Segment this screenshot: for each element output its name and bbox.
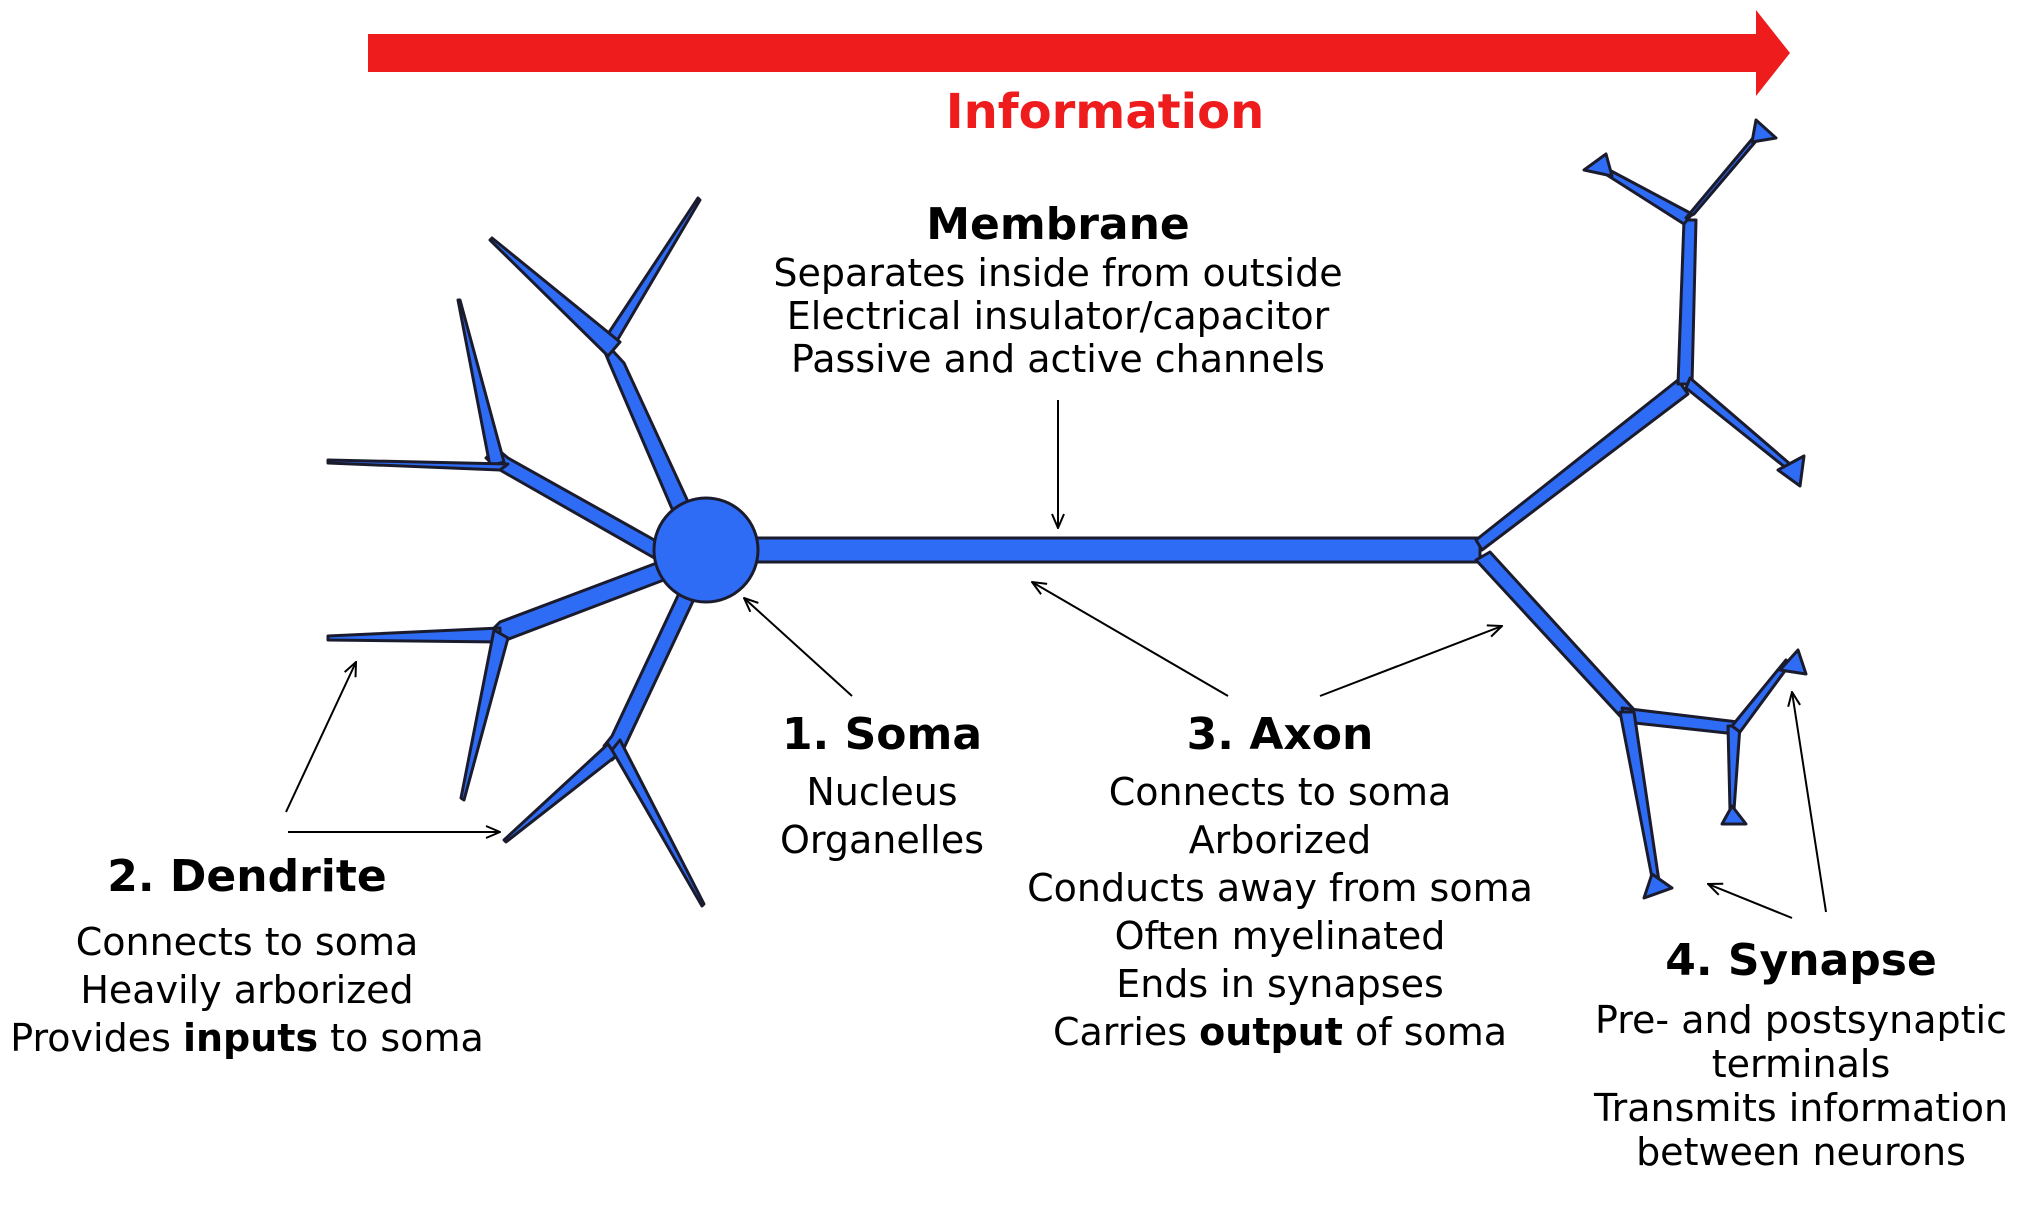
dendrite-line-text: to soma [318,1016,484,1060]
soma-line: Nucleus [806,770,958,814]
axon [738,130,1792,890]
axon-title: 3. Axon [1186,709,1374,760]
axon-upper-trunk [1676,218,1698,386]
axon-upper-branch [1474,378,1690,552]
synaptic-terminals [1582,118,1808,900]
synapse-line: between neurons [1636,1130,1966,1174]
axon-pointer-arrow-right [1319,626,1502,697]
dendrite-lower-twig-right [610,738,706,908]
axon-lower-horizontal [1620,706,1740,736]
axon-lower-stub [1726,724,1742,812]
synaptic-terminal [1720,804,1748,826]
soma-label: 1. Soma Nucleus Organelles [742,708,1022,864]
membrane-line: Passive and active channels [791,337,1325,381]
axon-line: Often myelinated [1114,914,1446,958]
dendrite-pointer-arrow-up [285,662,356,813]
membrane-line: Separates inside from outside [773,251,1343,295]
axon-line-text: of soma [1342,1010,1508,1054]
synapse-pointer-arrow-left [1708,884,1793,919]
axon-line: Ends in synapses [1116,962,1444,1006]
dendrites [326,196,710,908]
axon-upper-top-twig [1684,130,1764,220]
dendrite-mid-upper-twig-up [456,298,506,468]
pointer-arrows [285,400,1827,919]
synapse-line: Pre- and postsynaptic [1595,998,2007,1042]
axon-line: Conducts away from soma [1027,866,1533,910]
synapse-line: terminals [1711,1042,1891,1086]
neuron [326,118,1808,908]
soma-body [652,496,760,604]
information-arrow [368,10,1790,96]
axon-output-emphasis: output [1199,1010,1343,1054]
soma-pointer-arrow [744,598,853,697]
axon-upper-right-twig [1684,376,1792,470]
axon-shaft [738,536,1482,564]
synapse-label: 4. Synapse Pre- and postsynaptic termina… [1566,934,2036,1174]
dendrite-mid-upper-twig-left [326,458,510,472]
axon-line: Connects to soma [1108,770,1452,814]
dendrite-line: Provides inputs to soma [0,1014,494,1062]
synaptic-terminal [1778,648,1808,676]
synapse-pointer-arrow-up [1792,692,1827,913]
information-label: Information [945,84,1265,140]
dendrite-mid-lower-twig-down [459,628,510,802]
dendrite-lower-twig-left [502,742,618,844]
dendrite-line-text: Provides [10,1016,183,1060]
axon-line-text: Carries [1052,1010,1200,1054]
membrane-title: Membrane [926,199,1190,250]
soma-title: 1. Soma [781,709,983,760]
dendrite-upper-twig-left [488,236,622,358]
dendrite-title: 2. Dendrite [107,851,387,902]
dendrite-mid-lower-twig-left [326,626,502,644]
dendrite-upper-twig-right [598,196,702,358]
membrane-line: Electrical insulator/capacitor [786,294,1330,338]
axon-lower-branch [1474,550,1640,718]
axon-label: 3. Axon Connects to soma Arborized Condu… [1000,708,1560,1056]
synaptic-terminal [1642,872,1674,900]
synaptic-terminal [1750,118,1778,144]
synaptic-terminal [1582,152,1614,178]
axon-pointer-arrow-left [1032,582,1229,697]
dendrite-line: Connects to soma [75,920,419,964]
dendrite-inputs-emphasis: inputs [182,1016,319,1060]
axon-line: Carries output of soma [1000,1008,1560,1056]
axon-line: Arborized [1188,818,1372,862]
synapse-title: 4. Synapse [1665,935,1937,986]
membrane-label: Membrane Separates inside from outside E… [738,198,1378,381]
synapse-line: Transmits information [1593,1086,2009,1130]
dendrite-line: Heavily arborized [80,968,414,1012]
synaptic-terminal [1776,454,1806,488]
dendrite-label: 2. Dendrite Connects to soma Heavily arb… [0,850,494,1062]
soma-line: Organelles [779,818,985,862]
axon-lower-down-twig [1618,710,1662,890]
